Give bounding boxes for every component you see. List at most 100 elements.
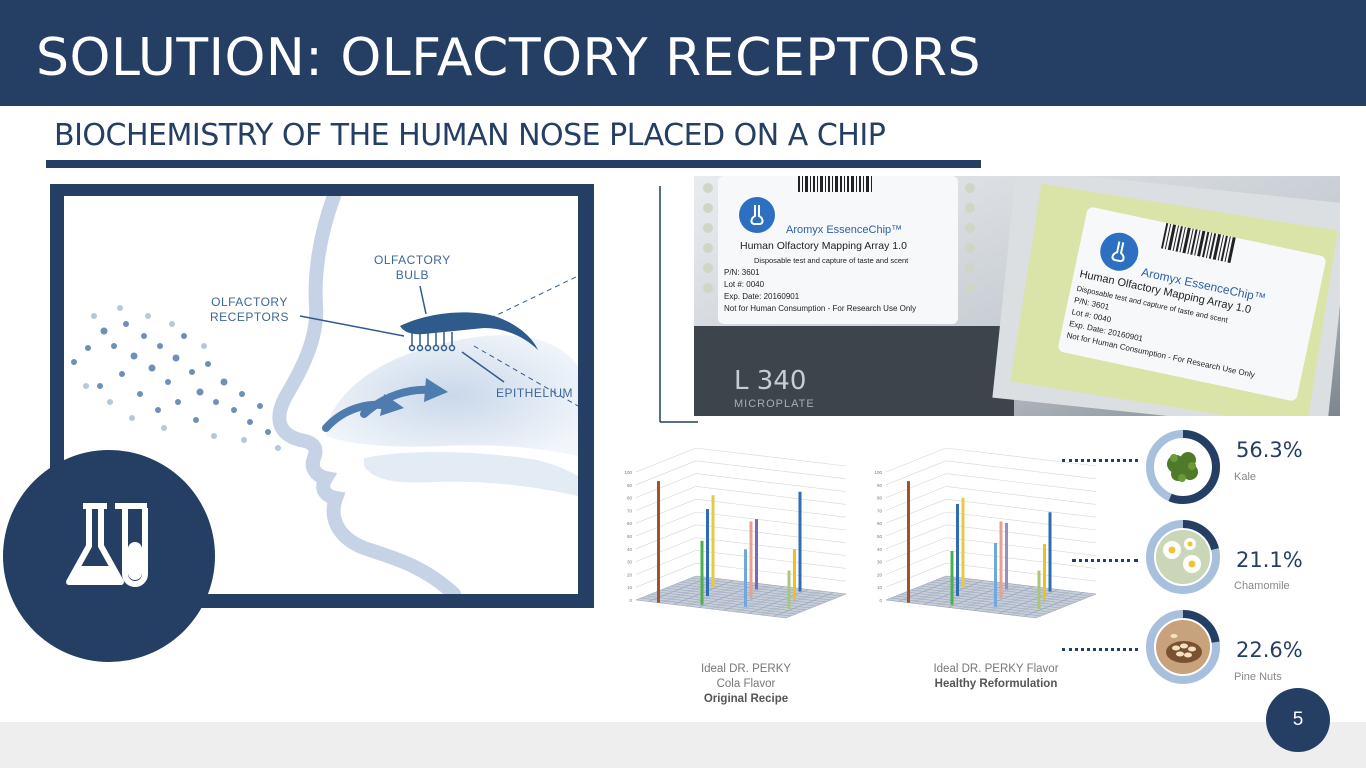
lab-flask-test-tube-icon	[66, 503, 148, 587]
chart1-y-tick-label: 20	[877, 572, 883, 577]
chart1-gridline-left	[885, 460, 947, 486]
chart0-bar	[749, 521, 753, 599]
chip-label-card-front: Aromyx EssenceChip™ Human Olfactory Mapp…	[718, 176, 958, 324]
nose-logo-icon-2	[1100, 232, 1139, 271]
card1-lot: Lot #: 0040	[724, 280, 765, 289]
chart0-gridline-left	[635, 498, 697, 524]
flavor-bar-charts: 0102030405060708090100010203040506070809…	[624, 447, 1096, 619]
chart0-gridline-back	[695, 511, 847, 531]
chart1-bar	[1048, 512, 1052, 592]
chart0-gridline-left	[635, 473, 697, 498]
chart1-bar	[950, 551, 954, 605]
chart1-floor-line	[1010, 590, 1072, 616]
barcode-icon-2	[1160, 222, 1236, 264]
chart0-floor-line	[690, 577, 842, 597]
kale-connector	[1062, 459, 1138, 464]
pine-nuts-icon	[1146, 610, 1220, 684]
chart0-gridline-left	[635, 447, 697, 473]
pine-nuts-connector	[1062, 648, 1138, 653]
chart1-gridline-back	[945, 524, 1096, 544]
chart0-y-tick-label: 80	[627, 496, 633, 501]
chart1-y-tick-label: 10	[877, 585, 883, 590]
left-chart-caption: Ideal DR. PERKY Cola Flavor Original Rec…	[676, 662, 816, 707]
card1-product: Human Olfactory Mapping Array 1.0	[740, 240, 907, 252]
chart1-gridline-left	[885, 537, 947, 562]
right-caption-line2: Healthy Reformulation	[934, 678, 1058, 690]
chart0-gridline-left	[635, 550, 697, 575]
chart0-gridline-left	[635, 524, 697, 550]
chart1-y-tick-label: 80	[877, 496, 883, 501]
chart1-gridline-left	[885, 511, 947, 537]
right-chart-caption: Ideal DR. PERKY Flavor Healthy Reformula…	[906, 662, 1086, 692]
chart0-y-tick-label: 20	[627, 572, 633, 577]
chart1-y-tick-label: 100	[874, 470, 882, 475]
chart0-bar	[657, 481, 660, 603]
chart1-gridline-back	[945, 486, 1096, 505]
chart1-floor-line	[940, 577, 1092, 597]
left-caption-line2: Cola Flavor	[716, 678, 776, 690]
card1-pn: P/N: 3601	[724, 268, 760, 277]
chart1-y-tick-label: 30	[877, 560, 883, 565]
chamomile-flower-icon	[1146, 520, 1220, 594]
chip-label-card-back: Aromyx EssenceChip™ Human Olfactory Mapp…	[1057, 206, 1327, 402]
chamomile-connector	[1072, 559, 1138, 564]
nose-illustration	[71, 196, 578, 594]
chamomile-ring	[1146, 520, 1220, 594]
bulb-label-line1: OLFACTORY	[374, 253, 451, 267]
chart0-floor-line	[773, 592, 834, 617]
chart1-gridline-left	[885, 486, 947, 511]
chart0-floor-line	[760, 590, 822, 616]
chart1-gridline-left	[885, 473, 947, 498]
chart0-bar	[744, 549, 747, 607]
receptors-label-line1: OLFACTORY	[211, 295, 288, 309]
chart1-bar	[1043, 543, 1046, 601]
epithelium-label: EPITHELIUM	[496, 386, 574, 400]
chart0-bar	[755, 519, 758, 590]
chart0-gridline-back	[695, 498, 847, 518]
chart1-bar	[1005, 522, 1008, 590]
kale-icon	[1146, 430, 1220, 504]
card1-desc: Disposable test and capture of taste and…	[754, 256, 909, 265]
slide-subtitle: BIOCHEMISTRY OF THE HUMAN NOSE PLACED ON…	[54, 118, 886, 153]
chart1-y-tick-label: 60	[877, 521, 883, 526]
chart1-gridline-back	[945, 498, 1096, 518]
title-bar	[0, 0, 1366, 106]
chamomile-label: Chamomile	[1234, 580, 1290, 592]
chart1-y-tick-label: 50	[877, 534, 883, 539]
reader-model-text: L 340	[734, 366, 807, 396]
chart1-gridline-back	[945, 511, 1096, 531]
chart0-bar	[787, 570, 791, 609]
chip-photo: L 340 MICROPLATE Aromyx EssenceChip™ Hum…	[694, 176, 1340, 416]
chart0-bar	[798, 491, 802, 592]
chart1-gridline-back	[945, 562, 1096, 582]
chart0-y-tick-label: 0	[629, 598, 632, 603]
right-caption-line1: Ideal DR. PERKY Flavor	[933, 663, 1059, 675]
chart1-bar	[999, 521, 1003, 599]
chart1-gridline-back	[945, 550, 1096, 569]
page-number: 5	[1266, 688, 1330, 752]
card1-note: Not for Human Consumption - For Research…	[724, 304, 917, 313]
chart1-bar	[956, 503, 959, 597]
card1-exp: Exp. Date: 20160901	[724, 292, 800, 301]
chart0-y-tick-label: 90	[627, 483, 633, 488]
chart0-bar	[711, 495, 715, 588]
kale-ring	[1146, 430, 1220, 504]
card1-brand: Aromyx EssenceChip™	[786, 224, 903, 236]
chart1-bar	[907, 481, 910, 603]
chart0-gridline-left	[635, 460, 697, 486]
chart1-y-tick-label: 40	[877, 547, 883, 552]
chart0-y-tick-label: 40	[627, 547, 633, 552]
chart0-gridline-left	[635, 486, 697, 511]
chart0-bar	[700, 540, 704, 605]
left-caption-line1: Ideal DR. PERKY	[700, 663, 792, 675]
chart1-gridline-left	[885, 550, 947, 575]
slide-footer	[0, 722, 1366, 768]
chart1-y-tick-label: 90	[877, 483, 883, 488]
chart1-gridline-back	[945, 460, 1096, 480]
pine-nuts-percentage: 22.6%	[1236, 638, 1303, 662]
chart1-gridline-back	[945, 537, 1096, 556]
kale-label: Kale	[1234, 471, 1257, 483]
pine-nuts-label: Pine Nuts	[1234, 671, 1282, 683]
olfactory-receptors-label: OLFACTORY RECEPTORS	[210, 295, 289, 325]
chart0-bar	[706, 509, 709, 597]
